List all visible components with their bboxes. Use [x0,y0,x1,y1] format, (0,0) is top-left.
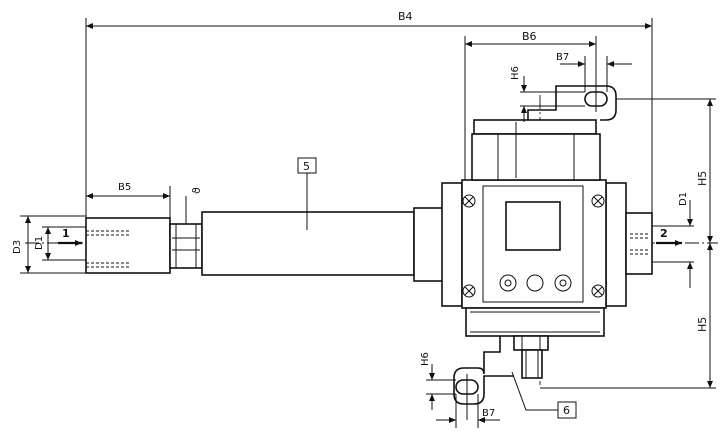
dimension-h6-bottom: H6 [420,352,456,410]
top-bracket [527,80,617,121]
dimension-b4: B4 [85,10,653,218]
dimension-d1-left: D1 [34,226,86,261]
label-h6-bottom: H6 [420,352,431,366]
label-b6: B6 [522,30,537,43]
callout-5-label: 5 [303,160,310,173]
display-window [505,201,561,251]
screw-icons [462,194,605,298]
label-d3: D3 [12,240,23,254]
label-b5: B5 [118,182,131,193]
label-h5-bottom: H5 [696,317,709,332]
dimension-b6: B6 [464,30,597,180]
callout-5: 5 [297,157,317,230]
label-theta: ϑ [190,187,203,194]
dimension-h5: H5 H5 [540,98,716,389]
dimension-d1-right: D1 [652,192,694,288]
flow-out-number: 2 [660,227,668,240]
bottom-panel [465,307,605,337]
tube-body [201,211,415,276]
neck-fitting [169,223,203,269]
callout-6-label: 6 [563,404,570,417]
label-d1-right: D1 [678,192,689,206]
flow-out-arrow: 2 [656,227,682,246]
dimension-b7-top: B7 [556,52,632,92]
bottom-bracket [453,336,514,420]
label-b7-bottom: B7 [482,408,495,419]
flow-in-number: 1 [62,227,70,240]
label-d1-left: D1 [34,236,45,250]
dimension-b5: B5 [85,182,171,224]
label-h6-top: H6 [510,66,521,80]
inlet-connection [85,217,171,274]
outlet-connection [625,212,653,275]
flow-in-arrow: 1 [58,227,82,246]
callout-6: 6 [511,371,577,419]
label-b7-top: B7 [556,52,569,63]
dimension-b7-bottom: B7 [436,394,500,428]
theta-marker: ϑ [185,187,203,224]
bottom-fitting [513,335,549,379]
control-buttons [499,274,572,292]
label-b4: B4 [398,10,413,23]
dimension-d3: D3 [12,215,86,274]
top-cap [471,119,601,181]
label-h5-top: H5 [696,171,709,186]
dimension-h6-top: H6 [510,66,585,122]
main-housing [441,179,627,309]
